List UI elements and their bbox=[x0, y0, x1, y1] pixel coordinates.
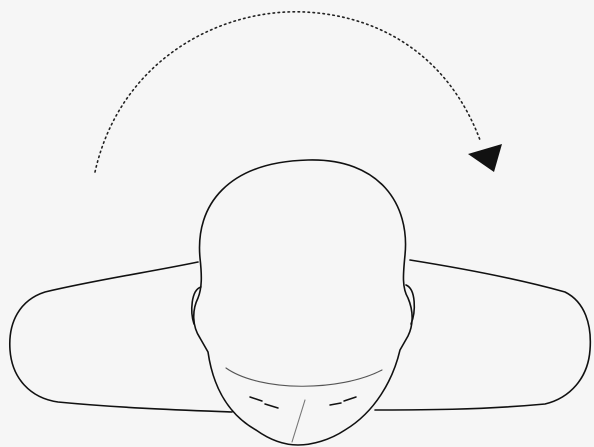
head-outline bbox=[194, 160, 412, 445]
rotation-arc bbox=[95, 12, 480, 172]
rotation-arrow-head bbox=[468, 144, 502, 172]
